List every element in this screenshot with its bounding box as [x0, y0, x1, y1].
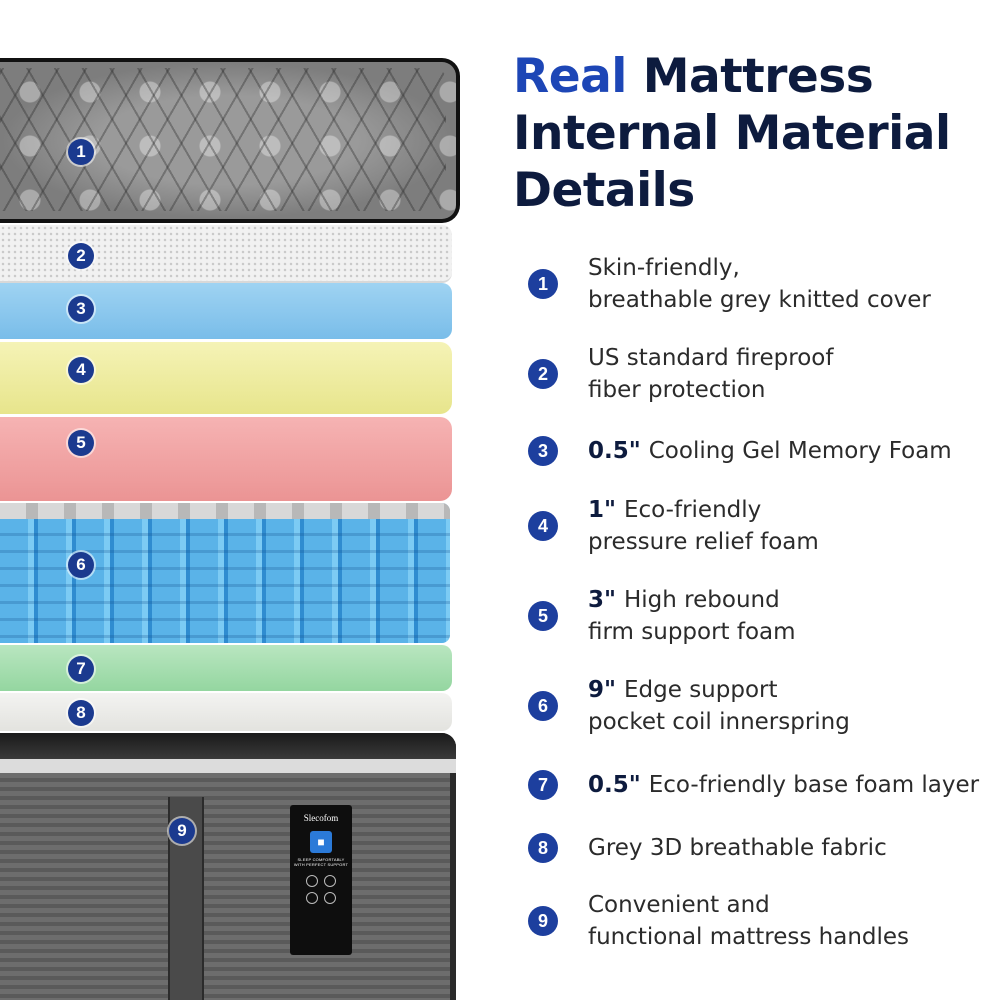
- page-title: Real Mattress Internal Material Details: [513, 48, 993, 219]
- legend-measure: 0.5": [588, 438, 641, 464]
- layer-marker-4: 4: [68, 357, 94, 383]
- feature-icon: [306, 892, 319, 904]
- legend-line2: pocket coil innerspring: [588, 709, 850, 735]
- legend-measure: 3": [588, 587, 616, 613]
- legend-line1: Skin-friendly,: [588, 255, 740, 281]
- legend-item-9: 9 Convenient and functional mattress han…: [528, 889, 998, 953]
- legend-number: 5: [528, 601, 558, 631]
- feature-icon: [323, 875, 336, 887]
- legend-line2: pressure relief foam: [588, 529, 819, 555]
- legend-text: 0.5" Eco-friendly base foam layer: [588, 769, 979, 801]
- legend-number: 9: [528, 906, 558, 936]
- mattress-illustration: Slecofom ■ SLEEP COMFORTABLY WITH PERFEC…: [0, 0, 470, 1000]
- legend-number: 4: [528, 511, 558, 541]
- legend-item-8: 8 Grey 3D breathable fabric: [528, 832, 998, 864]
- feature-icon: [323, 892, 336, 904]
- legend-text: 1" Eco-friendly pressure relief foam: [588, 494, 819, 558]
- layer-support-foam: [0, 417, 452, 501]
- legend-line2: functional mattress handles: [588, 924, 910, 950]
- legend-line1: High rebound: [624, 587, 780, 613]
- layer-marker-1: 1: [68, 139, 94, 165]
- layer-marker-6: 6: [68, 552, 94, 578]
- legend-number: 7: [528, 770, 558, 800]
- feature-icon: [306, 875, 319, 887]
- title-line2: Internal Material: [513, 106, 951, 161]
- legend-line1: Cooling Gel Memory Foam: [648, 438, 952, 464]
- legend-line1: Eco-friendly base foam layer: [648, 772, 980, 798]
- legend-text: 0.5" Cooling Gel Memory Foam: [588, 435, 952, 467]
- quilt-pattern: [0, 68, 446, 211]
- title-line3: Details: [513, 163, 695, 218]
- legend-number: 3: [528, 436, 558, 466]
- layer-pressure-relief-foam: [0, 342, 452, 414]
- layer-fiber-protection: [0, 225, 452, 283]
- legend-line1: Edge support: [624, 677, 778, 703]
- title-accent: Real: [513, 49, 627, 104]
- legend-number: 6: [528, 691, 558, 721]
- legend-line1: Eco-friendly: [624, 497, 762, 523]
- layer-marker-5: 5: [68, 430, 94, 456]
- legend-item-7: 7 0.5" Eco-friendly base foam layer: [528, 769, 998, 801]
- legend-text: Skin-friendly, breathable grey knitted c…: [588, 252, 931, 316]
- title-line1: Mattress: [642, 49, 874, 104]
- tag-slogan: SLEEP COMFORTABLY: [297, 857, 345, 862]
- legend-line2: firm support foam: [588, 619, 796, 645]
- legend-measure: 9": [588, 677, 616, 703]
- legend-text: 3" High rebound firm support foam: [588, 584, 796, 648]
- layer-marker-9: 9: [169, 818, 195, 844]
- tag-sub: WITH PERFECT SUPPORT: [293, 862, 349, 867]
- bed-icon: ■: [310, 831, 332, 853]
- base-band: [0, 759, 456, 773]
- legend-text: Convenient and functional mattress handl…: [588, 889, 909, 953]
- legend-number: 8: [528, 833, 558, 863]
- legend-line1: Convenient and: [588, 892, 770, 918]
- legend-measure: 0.5": [588, 772, 641, 798]
- layer-pocket-coils: [0, 503, 450, 643]
- legend-line2: breathable grey knitted cover: [588, 287, 931, 313]
- legend-line2: fiber protection: [588, 377, 766, 403]
- legend-text: 9" Edge support pocket coil innerspring: [588, 674, 850, 738]
- legend-number: 2: [528, 359, 558, 389]
- layer-marker-7: 7: [68, 656, 94, 682]
- legend-measure: 1": [588, 497, 616, 523]
- tag-brand: Slecofom: [303, 813, 339, 823]
- legend-line1: Grey 3D breathable fabric: [588, 835, 887, 861]
- legend-item-6: 6 9" Edge support pocket coil innerspring: [528, 674, 998, 738]
- layer-knitted-cover: [0, 58, 460, 223]
- legend-item-2: 2 US standard fireproof fiber protection: [528, 342, 998, 406]
- legend-item-4: 4 1" Eco-friendly pressure relief foam: [528, 494, 998, 558]
- legend-item-5: 5 3" High rebound firm support foam: [528, 584, 998, 648]
- layer-marker-8: 8: [68, 700, 94, 726]
- base-side-fabric: [0, 773, 450, 1000]
- layer-marker-2: 2: [68, 243, 94, 269]
- layer-marker-3: 3: [68, 296, 94, 322]
- legend-number: 1: [528, 269, 558, 299]
- legend-item-1: 1 Skin-friendly, breathable grey knitted…: [528, 252, 998, 316]
- tag-feature-icons: [306, 875, 336, 904]
- legend-text: Grey 3D breathable fabric: [588, 832, 887, 864]
- legend-text: US standard fireproof fiber protection: [588, 342, 833, 406]
- layer-mattress-base: Slecofom ■ SLEEP COMFORTABLY WITH PERFEC…: [0, 733, 456, 1000]
- legend-item-3: 3 0.5" Cooling Gel Memory Foam: [528, 435, 998, 467]
- legend-line1: US standard fireproof: [588, 345, 834, 371]
- brand-tag: Slecofom ■ SLEEP COMFORTABLY WITH PERFEC…: [290, 805, 352, 955]
- base-top-edge: [0, 733, 456, 759]
